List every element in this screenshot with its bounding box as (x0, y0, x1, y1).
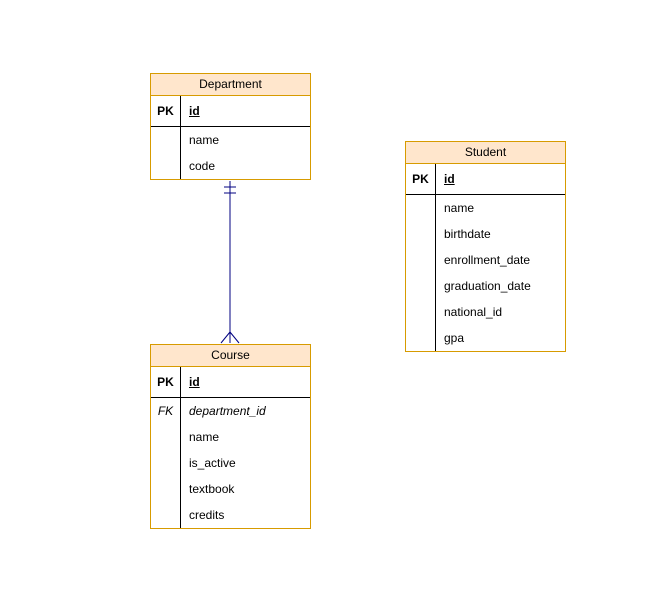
field-label: is_active (189, 456, 236, 470)
field-label: credits (189, 508, 225, 522)
entity-row-course-id[interactable]: PK id (151, 367, 310, 398)
entity-row-department-name[interactable]: name (151, 127, 310, 153)
entity-row-student-graduation-date[interactable]: graduation_date (406, 273, 565, 299)
field-label: id (189, 375, 200, 389)
field-label: enrollment_date (444, 253, 531, 267)
field-label: birthdate (444, 227, 491, 241)
entity-row-student-id[interactable]: PK id (406, 164, 565, 195)
field-label: textbook (189, 482, 235, 496)
field-label: name (444, 201, 475, 215)
entity-department-title[interactable]: Department (151, 74, 310, 96)
key-cell (406, 299, 436, 325)
key-cell (406, 325, 436, 351)
entity-row-student-enrollment-date[interactable]: enrollment_date (406, 247, 565, 273)
key-cell (406, 221, 436, 247)
entity-course-title[interactable]: Course (151, 345, 310, 367)
entity-row-department-id[interactable]: PK id (151, 96, 310, 127)
field-label: code (189, 159, 216, 173)
entity-row-department-code[interactable]: code (151, 153, 310, 179)
field-label: id (444, 172, 455, 186)
pk-key-label: PK (151, 96, 181, 126)
entity-row-course-textbook[interactable]: textbook (151, 476, 310, 502)
key-cell (406, 273, 436, 299)
entity-row-course-is-active[interactable]: is_active (151, 450, 310, 476)
key-cell (151, 424, 181, 450)
key-cell (151, 476, 181, 502)
entity-student[interactable]: Student PK id name birthdate enrollment_… (405, 141, 566, 352)
key-cell (151, 502, 181, 528)
key-cell (151, 450, 181, 476)
key-cell (151, 127, 181, 153)
field-label: gpa (444, 331, 465, 345)
entity-course[interactable]: Course PK id FK department_id name is_ac… (150, 344, 311, 529)
pk-key-label: PK (406, 164, 436, 194)
entity-student-title[interactable]: Student (406, 142, 565, 164)
many-crowsfoot-icon (220, 331, 240, 344)
entity-row-student-national-id[interactable]: national_id (406, 299, 565, 325)
field-label: graduation_date (444, 279, 531, 293)
pk-key-label: PK (151, 367, 181, 397)
field-label: national_id (444, 305, 503, 319)
entity-row-course-name[interactable]: name (151, 424, 310, 450)
one-cardinality-icon (224, 186, 236, 194)
key-cell (151, 153, 181, 179)
entity-row-course-department-id[interactable]: FK department_id (151, 398, 310, 424)
relationship-edge-department-course[interactable] (220, 181, 240, 344)
fk-key-label: FK (151, 398, 181, 424)
entity-row-student-gpa[interactable]: gpa (406, 325, 565, 351)
field-label: name (189, 430, 220, 444)
field-label: name (189, 133, 220, 147)
entity-row-course-credits[interactable]: credits (151, 502, 310, 528)
field-label: department_id (189, 404, 266, 418)
key-cell (406, 247, 436, 273)
field-label: id (189, 104, 200, 118)
entity-row-student-name[interactable]: name (406, 195, 565, 221)
entity-row-student-birthdate[interactable]: birthdate (406, 221, 565, 247)
entity-department[interactable]: Department PK id name code (150, 73, 311, 180)
key-cell (406, 195, 436, 221)
